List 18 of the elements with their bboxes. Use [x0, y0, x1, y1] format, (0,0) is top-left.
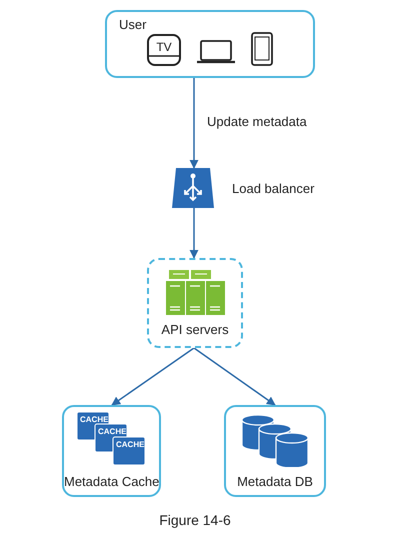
- node-label: Metadata Cache: [64, 474, 159, 489]
- figure-caption: Figure 14-6: [158, 512, 232, 528]
- arrow: [111, 347, 194, 406]
- database-box: [224, 405, 326, 497]
- cache-box: [62, 405, 161, 497]
- node-label: User: [119, 17, 146, 32]
- cache-label: CACHE: [116, 440, 144, 449]
- cache-label: CACHE: [98, 427, 126, 436]
- arrow: [190, 208, 198, 259]
- node-label: Load balancer: [232, 181, 314, 196]
- user-group-box: [105, 10, 315, 78]
- cache-label: CACHE: [80, 415, 108, 424]
- node-label: Metadata DB: [236, 474, 314, 489]
- device-label: TV: [156, 40, 172, 54]
- server-group-box: [147, 258, 243, 348]
- arrow: [194, 347, 276, 406]
- arrow: [190, 78, 198, 169]
- node-label: API servers: [160, 322, 230, 337]
